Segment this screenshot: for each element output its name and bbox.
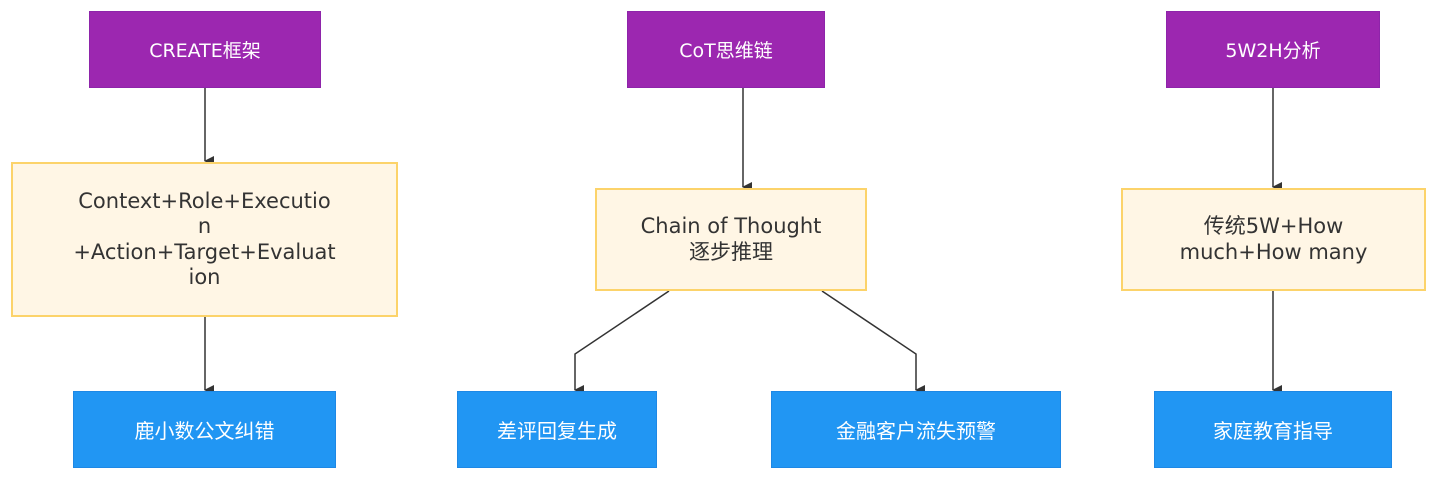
description-label: Context+Role+Executio n +Action+Target+E…	[73, 189, 336, 289]
framework-label: CoT思维链	[679, 40, 773, 62]
description-label: 传统5W+How much+How many	[1179, 214, 1368, 264]
edge-cot-description-to-app-2	[821, 290, 925, 395]
framework-node-5w2h[interactable]: 5W2H分析	[1166, 11, 1380, 88]
application-node-churn-warning[interactable]: 金融客户流失预警	[771, 391, 1061, 468]
application-node-document-correction[interactable]: 鹿小数公文纠错	[73, 391, 336, 468]
framework-label: CREATE框架	[149, 40, 261, 62]
description-node-create[interactable]: Context+Role+Executio n +Action+Target+E…	[11, 162, 398, 317]
application-label: 差评回复生成	[497, 419, 617, 443]
framework-label: 5W2H分析	[1225, 40, 1321, 62]
edge-cot-description-to-app-1	[574, 290, 670, 395]
application-label: 金融客户流失预警	[836, 419, 996, 443]
description-label: Chain of Thought 逐步推理	[640, 214, 822, 264]
framework-node-cot[interactable]: CoT思维链	[627, 11, 825, 88]
application-node-family-education[interactable]: 家庭教育指导	[1154, 391, 1392, 468]
description-node-cot[interactable]: Chain of Thought 逐步推理	[595, 188, 867, 291]
framework-node-create[interactable]: CREATE框架	[89, 11, 321, 88]
application-label: 鹿小数公文纠错	[134, 419, 275, 443]
application-label: 家庭教育指导	[1213, 419, 1333, 443]
application-node-review-reply[interactable]: 差评回复生成	[457, 391, 657, 468]
description-node-5w2h[interactable]: 传统5W+How much+How many	[1121, 188, 1426, 291]
